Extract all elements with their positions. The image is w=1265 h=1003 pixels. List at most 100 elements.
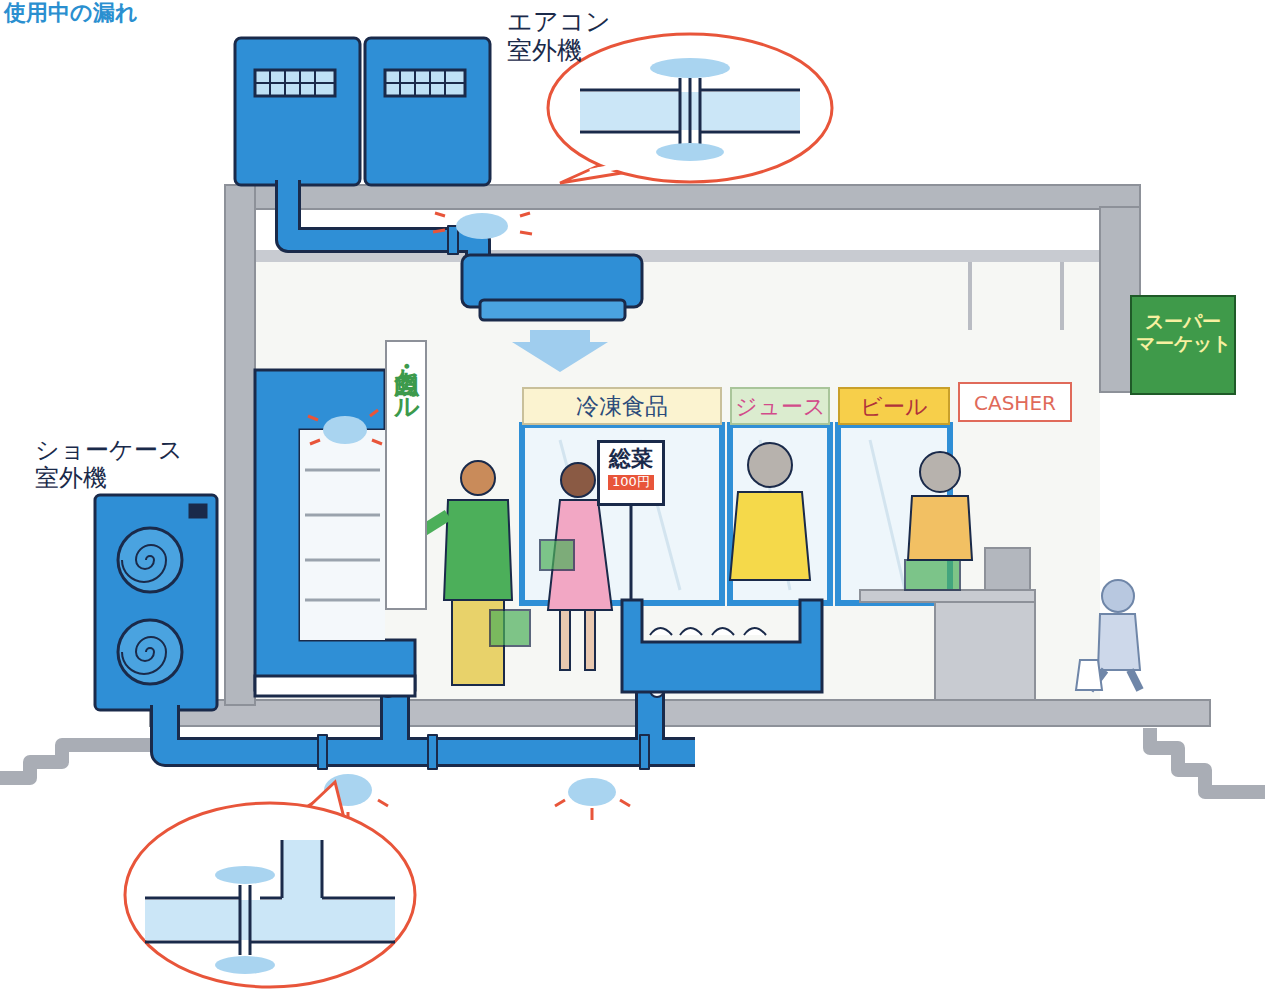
refrigerant-pipe-part xyxy=(288,180,478,268)
shopper-leaving-part xyxy=(1076,660,1102,690)
air-flow-arrow xyxy=(512,330,608,372)
ac-outdoor-unit-part xyxy=(235,38,360,185)
building-part xyxy=(968,262,972,330)
customer-girl-part xyxy=(561,463,595,497)
customer-woman xyxy=(730,443,810,580)
customer-girl-part xyxy=(540,540,574,570)
leak-callout-part xyxy=(656,143,724,161)
store-sign: スーパー マーケット xyxy=(1130,295,1236,395)
leak-spray-part xyxy=(456,213,508,239)
underfloor-pipe-part xyxy=(318,735,327,769)
cashier xyxy=(905,452,972,590)
cashier-part xyxy=(920,452,960,492)
node-text: スーパー マーケット xyxy=(1132,297,1234,355)
shopper-leaving-part xyxy=(1098,614,1140,670)
ground-part xyxy=(0,745,150,778)
node-text: 総菜 xyxy=(600,443,662,471)
unit-label-box: ショーケース 室外機 xyxy=(95,495,217,710)
leak-callout-part xyxy=(282,840,322,900)
showcase-outdoor-unit xyxy=(95,495,217,710)
shopper-leaving xyxy=(1076,580,1140,690)
leak-callout-part xyxy=(125,803,415,987)
freezer-doors-part xyxy=(730,425,830,603)
showcase-outdoor-unit-part xyxy=(122,545,166,582)
building-part xyxy=(150,700,1210,726)
customer-man-part xyxy=(444,500,512,600)
showcase-outdoor-unit-part xyxy=(122,637,166,674)
building-part xyxy=(225,185,1140,209)
checkout-counter-part xyxy=(860,590,1035,602)
customer-girl-part xyxy=(585,610,595,670)
customer-girl-part xyxy=(560,610,570,670)
building xyxy=(150,185,1210,726)
ac-outdoor-unit-part xyxy=(365,38,490,185)
wall-showcase-part xyxy=(300,430,385,640)
customer-man-part xyxy=(461,461,495,495)
open-showcase-part xyxy=(650,628,766,635)
checkout-counter-part xyxy=(935,602,1035,700)
customer-woman-part xyxy=(730,492,810,580)
wall-showcase-part xyxy=(255,676,415,696)
showcase-outdoor-unit-part xyxy=(95,495,217,710)
leak-callout-part xyxy=(145,900,395,940)
shopper-leaving-part xyxy=(1102,580,1134,612)
ac-indoor-unit-part xyxy=(480,300,625,320)
air-flow-arrow-part xyxy=(512,330,608,372)
showcase-outdoor-unit-part xyxy=(190,505,206,517)
cashier-part xyxy=(905,560,960,590)
open-showcase-part xyxy=(622,600,822,692)
leak-callout-part xyxy=(580,78,800,144)
leak-callout-part xyxy=(650,58,730,78)
sign-pole xyxy=(631,504,632,605)
page-title: 使用中の漏れ xyxy=(4,0,138,25)
ground-part xyxy=(1150,728,1265,792)
underfloor-pipe-part xyxy=(640,735,649,769)
leak-spray-part xyxy=(568,778,616,806)
price-sign: 総菜 100円 xyxy=(597,440,665,506)
sale-banner: 肉・魚セール xyxy=(385,340,427,610)
aisle-sign: ビール xyxy=(838,387,950,425)
building-part xyxy=(255,262,1100,702)
leak-callout xyxy=(548,34,832,183)
building-part xyxy=(1060,262,1064,330)
refrigerant-pipe xyxy=(288,180,478,268)
wall-showcase-part xyxy=(305,470,380,600)
node-text: ジュース xyxy=(732,389,828,419)
freezer-doors-part xyxy=(560,440,905,590)
sign-pole-part xyxy=(630,504,633,605)
checkout-counter-part xyxy=(985,548,1030,590)
node-text: エアコン 室外機 xyxy=(507,8,627,66)
ac-outdoor-unit-part xyxy=(255,70,465,96)
underfloor-pipe xyxy=(165,683,695,769)
open-showcase xyxy=(622,600,822,692)
leak-spray-part xyxy=(308,213,630,824)
leak-callout-part xyxy=(215,866,275,884)
node-text: 冷凍食品 xyxy=(524,389,720,419)
leak-spray xyxy=(308,213,630,824)
checkout-counter xyxy=(860,548,1035,700)
node-text: ショーケース 室外機 xyxy=(35,437,200,492)
showcase-outdoor-unit-part xyxy=(118,620,182,684)
cashier-part xyxy=(908,496,972,560)
building-part xyxy=(225,185,255,705)
customer-man-part xyxy=(490,610,530,646)
node-subtext: 100円 xyxy=(608,475,654,490)
aisle-sign: CASHER xyxy=(958,382,1072,422)
leak-callout-part xyxy=(215,956,275,974)
ac-indoor-unit xyxy=(462,255,642,320)
leak-callout-part xyxy=(145,840,395,955)
showcase-outdoor-unit-part xyxy=(118,528,182,592)
underfloor-pipe-part xyxy=(428,735,437,769)
unit-label-box: エアコン 室外機 xyxy=(235,38,490,185)
aisle-sign: ジュース xyxy=(730,387,830,425)
customer-woman-part xyxy=(748,443,792,487)
leak-spray-part xyxy=(323,416,367,444)
aisle-sign: 冷凍食品 xyxy=(522,387,722,425)
leak-callout xyxy=(125,782,415,987)
node-text: ビール xyxy=(840,389,948,419)
ac-outdoor-unit xyxy=(235,38,490,185)
leak-callout-part xyxy=(590,165,625,172)
refrigerant-pipe-part xyxy=(448,226,458,254)
leak-callout-part xyxy=(548,34,832,182)
